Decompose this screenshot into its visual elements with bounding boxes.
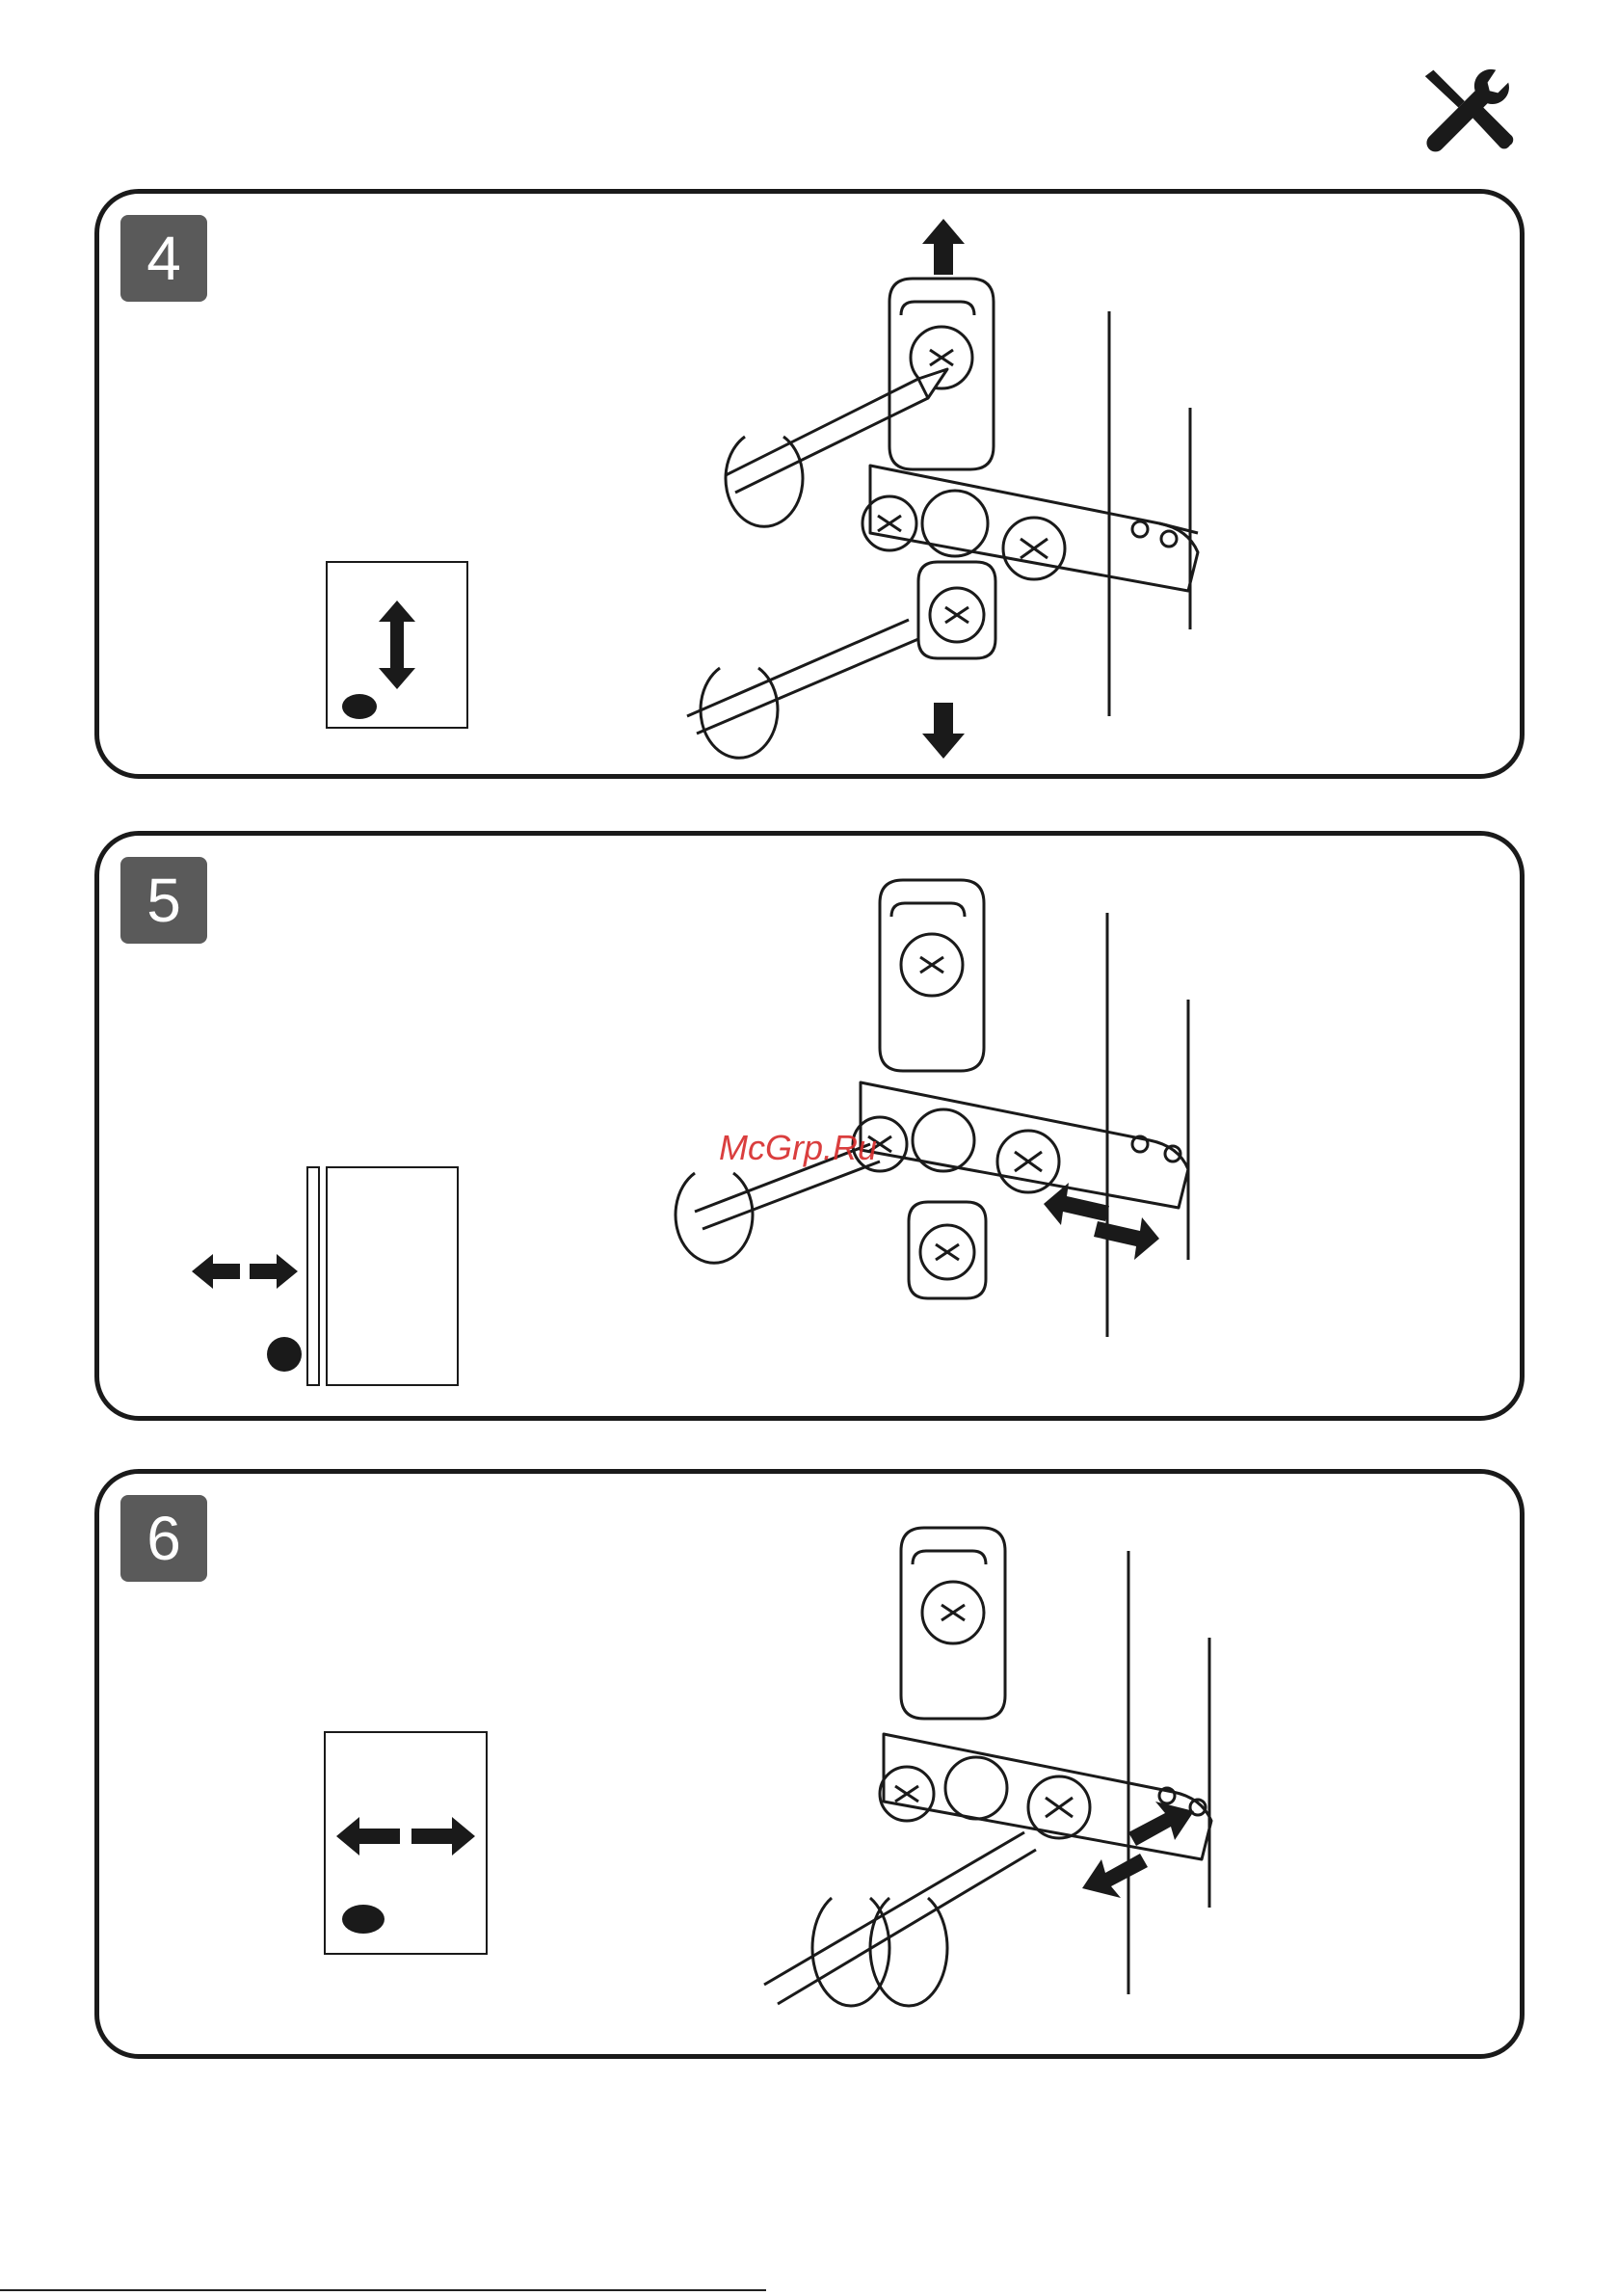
screw-dot-icon bbox=[267, 1337, 302, 1372]
hinge-illustration bbox=[600, 1493, 1352, 2033]
horizontal-adjust-legend bbox=[323, 1730, 489, 1956]
double-arrow-icon bbox=[1082, 1802, 1194, 1898]
step-4-panel: 4 bbox=[94, 189, 1525, 779]
step-5-panel: 5 bbox=[94, 831, 1525, 1421]
watermark-text: McGrp.Ru bbox=[719, 1128, 877, 1168]
vertical-adjust-legend bbox=[325, 560, 469, 730]
step-number-badge: 4 bbox=[120, 215, 207, 302]
step-number-badge: 6 bbox=[120, 1495, 207, 1582]
step-6-panel: 6 bbox=[94, 1469, 1525, 2059]
depth-adjust-legend bbox=[192, 1163, 568, 1389]
arrow-down-icon bbox=[922, 703, 965, 759]
footer-rule bbox=[0, 2289, 766, 2291]
hinge-illustration bbox=[581, 855, 1333, 1375]
hinge-illustration bbox=[600, 215, 1333, 764]
screw-dot-icon bbox=[342, 694, 377, 719]
arrow-up-icon bbox=[922, 219, 965, 275]
left-right-arrow-icon bbox=[192, 1254, 298, 1289]
screw-dot-icon bbox=[342, 1905, 385, 1934]
tools-icon bbox=[1415, 62, 1519, 166]
step-number-badge: 5 bbox=[120, 857, 207, 944]
